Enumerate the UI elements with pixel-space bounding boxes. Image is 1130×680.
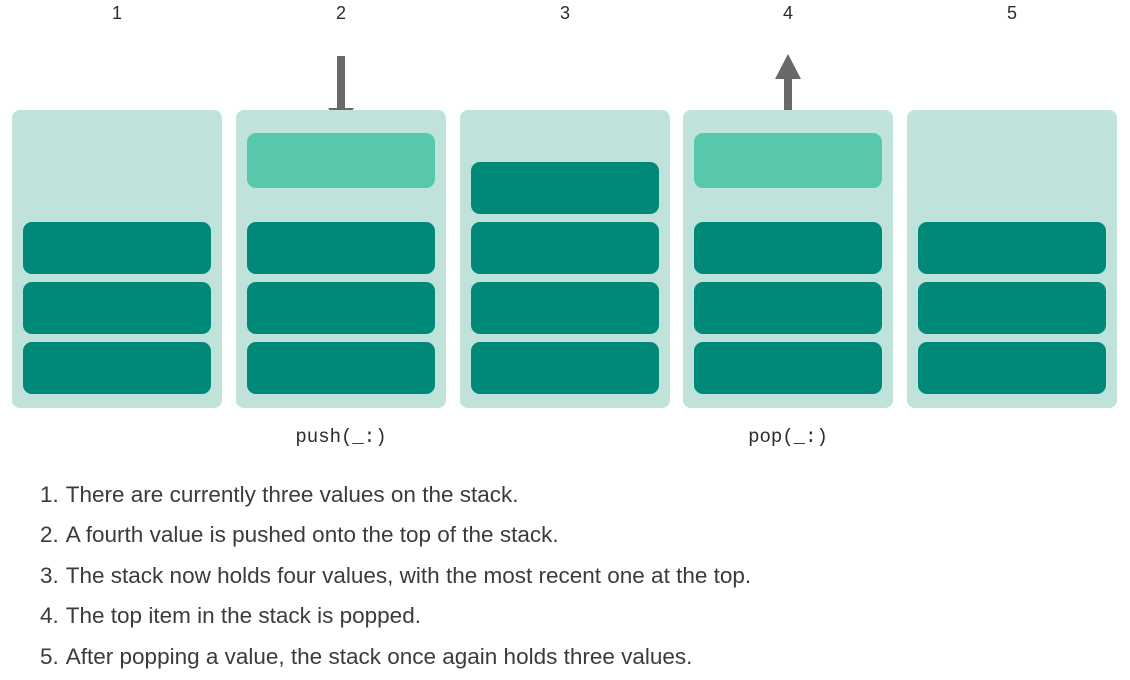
stack-value-block — [694, 222, 882, 274]
step-number-label: 3 — [559, 3, 570, 23]
stack-value-block — [23, 222, 211, 274]
stack-value-block — [918, 342, 1106, 394]
caption-item: 1.There are currently three values on th… — [40, 482, 751, 522]
caption-item-text: The stack now holds four values, with th… — [65, 562, 752, 588]
stack-value-block — [918, 222, 1106, 274]
stack-value-block — [918, 282, 1106, 334]
caption-list: 1.There are currently three values on th… — [40, 482, 751, 680]
stack-container — [683, 110, 893, 408]
caption-item: 4.The top item in the stack is popped. — [40, 603, 751, 643]
step-column: 1 — [12, 0, 222, 465]
stack-value-block — [23, 342, 211, 394]
step-column: 5 — [907, 0, 1117, 465]
caption-item-number: 5. — [40, 643, 59, 669]
stack-value-block — [247, 282, 435, 334]
pop-arrow-up-icon — [773, 54, 803, 128]
stack-value-block — [247, 342, 435, 394]
operation-label: push(_:) — [295, 426, 387, 448]
stack-value-block — [694, 282, 882, 334]
step-column: 2 push(_:) — [236, 0, 446, 465]
stack-container — [907, 110, 1117, 408]
floating-value-block — [247, 133, 435, 188]
caption-item-text: The top item in the stack is popped. — [65, 603, 421, 629]
step-column: 3 — [460, 0, 670, 465]
caption-item-text: After popping a value, the stack once ag… — [65, 643, 693, 669]
operation-label: pop(_:) — [748, 426, 828, 448]
step-number-label: 2 — [335, 3, 346, 23]
caption-item: 5.After popping a value, the stack once … — [40, 644, 751, 680]
caption-item-number: 1. — [40, 482, 59, 507]
floating-value-block — [694, 133, 882, 188]
caption-item: 3.The stack now holds four values, with … — [40, 563, 751, 603]
stack-value-block — [23, 282, 211, 334]
step-number-label: 1 — [111, 3, 122, 23]
step-number-label: 5 — [1006, 3, 1017, 23]
caption-item-text: There are currently three values on the … — [65, 482, 519, 507]
caption-item-number: 3. — [40, 562, 59, 588]
step-column: 4 pop(_:) — [683, 0, 893, 465]
caption-item: 2.A fourth value is pushed onto the top … — [40, 522, 751, 562]
stack-value-block — [471, 222, 659, 274]
stack-container — [460, 110, 670, 408]
stack-value-block — [471, 162, 659, 214]
caption-item-number: 2. — [40, 522, 59, 548]
stack-value-block — [471, 342, 659, 394]
stack-figure: 1 2 push(_:) 3 4 pop(_:) 5 — [12, 0, 1117, 465]
stack-container — [236, 110, 446, 408]
step-number-label: 4 — [782, 3, 793, 23]
stack-value-block — [247, 222, 435, 274]
caption-item-number: 4. — [40, 603, 59, 629]
stack-container — [12, 110, 222, 408]
stack-value-block — [694, 342, 882, 394]
stack-value-block — [471, 282, 659, 334]
caption-item-text: A fourth value is pushed onto the top of… — [65, 522, 559, 548]
